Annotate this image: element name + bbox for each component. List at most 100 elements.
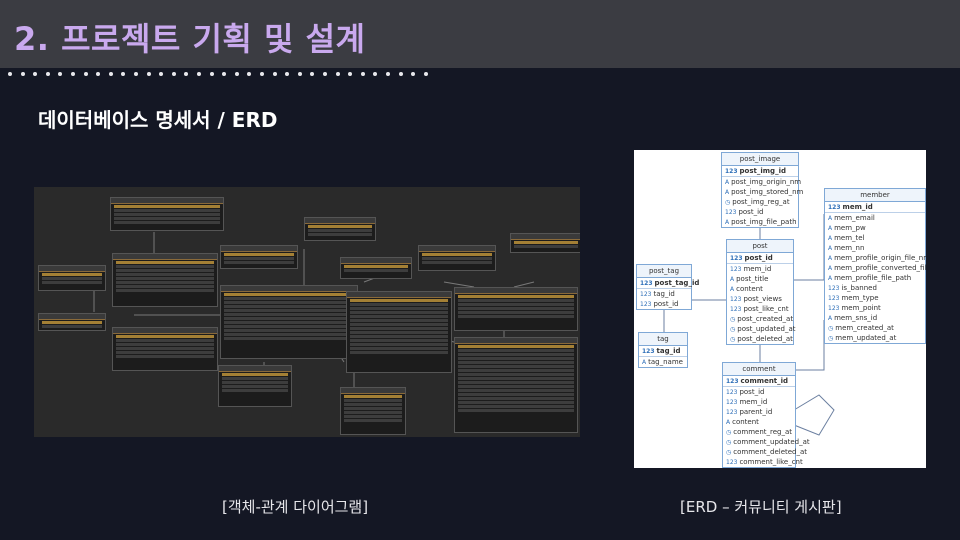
divider-dot	[121, 72, 126, 76]
object-relation-diagram	[34, 187, 580, 437]
number-type-icon: 123	[640, 301, 652, 308]
text-type-icon: A	[828, 275, 833, 282]
mini-table	[454, 337, 578, 433]
text-type-icon: A	[828, 215, 833, 222]
mini-table	[418, 245, 496, 271]
number-type-icon: 123	[640, 291, 652, 298]
mini-table	[340, 257, 412, 279]
divider-dot	[222, 72, 227, 76]
text-type-icon: A	[726, 419, 731, 426]
divider-dot	[234, 72, 239, 76]
divider-dot	[58, 72, 63, 76]
number-type-icon: 123	[726, 409, 738, 416]
key-icon: 123	[730, 255, 743, 262]
mini-table	[220, 285, 358, 359]
divider-dot	[20, 72, 25, 76]
number-type-icon: 123	[725, 209, 737, 216]
divider-dot	[45, 72, 50, 76]
divider-dot	[386, 72, 390, 76]
clock-icon: ◷	[730, 336, 736, 343]
erd-table-title: post_image	[722, 153, 798, 166]
key-icon: 123	[725, 168, 738, 175]
key-icon: 123	[828, 204, 841, 211]
erd-table-title: member	[825, 189, 925, 202]
divider-dot	[8, 72, 12, 76]
divider-dot	[335, 72, 340, 76]
text-type-icon: A	[730, 276, 735, 283]
section-subtitle: 데이터베이스 명세서 / ERD	[38, 108, 278, 132]
text-type-icon: A	[725, 219, 730, 226]
clock-icon: ◷	[726, 439, 732, 446]
divider-dot	[260, 72, 264, 76]
header-bar: 2. 프로젝트 기획 및 설계	[0, 0, 960, 68]
mini-table	[38, 265, 106, 291]
mini-table	[304, 217, 376, 241]
divider-dot	[272, 72, 277, 76]
divider-dot	[184, 72, 189, 76]
number-type-icon: 123	[726, 389, 738, 396]
text-type-icon: A	[828, 235, 833, 242]
number-type-icon: 123	[730, 306, 742, 313]
dotted-divider	[0, 68, 960, 82]
mini-table	[510, 233, 580, 253]
divider-dot	[108, 72, 113, 76]
erd-table-title: tag	[639, 333, 687, 346]
number-type-icon: 123	[730, 296, 742, 303]
number-type-icon: 123	[730, 266, 742, 273]
slide-title: 2. 프로젝트 기획 및 설계	[14, 20, 366, 58]
divider-dot	[360, 72, 365, 76]
text-type-icon: A	[828, 315, 833, 322]
clock-icon: ◷	[730, 326, 736, 333]
divider-dot	[96, 72, 101, 76]
divider-dot	[171, 72, 176, 76]
clock-icon: ◷	[725, 199, 731, 206]
divider-dot	[323, 72, 327, 76]
divider-dot	[310, 72, 315, 76]
clock-icon: ◷	[730, 316, 736, 323]
mini-table	[110, 197, 224, 231]
mini-table	[346, 291, 452, 373]
number-type-icon: 123	[828, 285, 840, 292]
text-type-icon: A	[828, 225, 833, 232]
divider-dot	[71, 72, 75, 76]
text-type-icon: A	[828, 265, 833, 272]
divider-dot	[247, 72, 252, 76]
divider-dot	[398, 72, 403, 76]
erd-table-title: post	[727, 240, 793, 253]
erd-table-title: comment	[723, 363, 795, 376]
divider-dot	[146, 72, 151, 76]
mini-table	[112, 327, 218, 371]
divider-dot	[197, 72, 201, 76]
caption-object-relation: [객체-관계 다이어그램]	[222, 498, 369, 516]
mini-table	[340, 387, 406, 435]
key-icon: 123	[642, 348, 655, 355]
text-type-icon: A	[828, 245, 833, 252]
divider-dot	[348, 72, 353, 76]
text-type-icon: A	[725, 179, 730, 186]
mini-table	[218, 365, 292, 407]
text-type-icon: A	[730, 286, 735, 293]
key-icon: 123	[640, 280, 653, 287]
clock-icon: ◷	[828, 325, 834, 332]
divider-dot	[83, 72, 88, 76]
clock-icon: ◷	[726, 429, 732, 436]
mini-table	[112, 253, 218, 307]
mini-table	[454, 287, 578, 331]
number-type-icon: 123	[726, 459, 738, 466]
number-type-icon: 123	[726, 399, 738, 406]
text-type-icon: A	[725, 189, 730, 196]
text-type-icon: A	[642, 359, 647, 366]
number-type-icon: 123	[828, 295, 840, 302]
clock-icon: ◷	[726, 449, 732, 456]
mini-table	[220, 245, 298, 269]
divider-dot	[285, 72, 290, 76]
divider-dot	[159, 72, 164, 76]
divider-dot	[297, 72, 302, 76]
